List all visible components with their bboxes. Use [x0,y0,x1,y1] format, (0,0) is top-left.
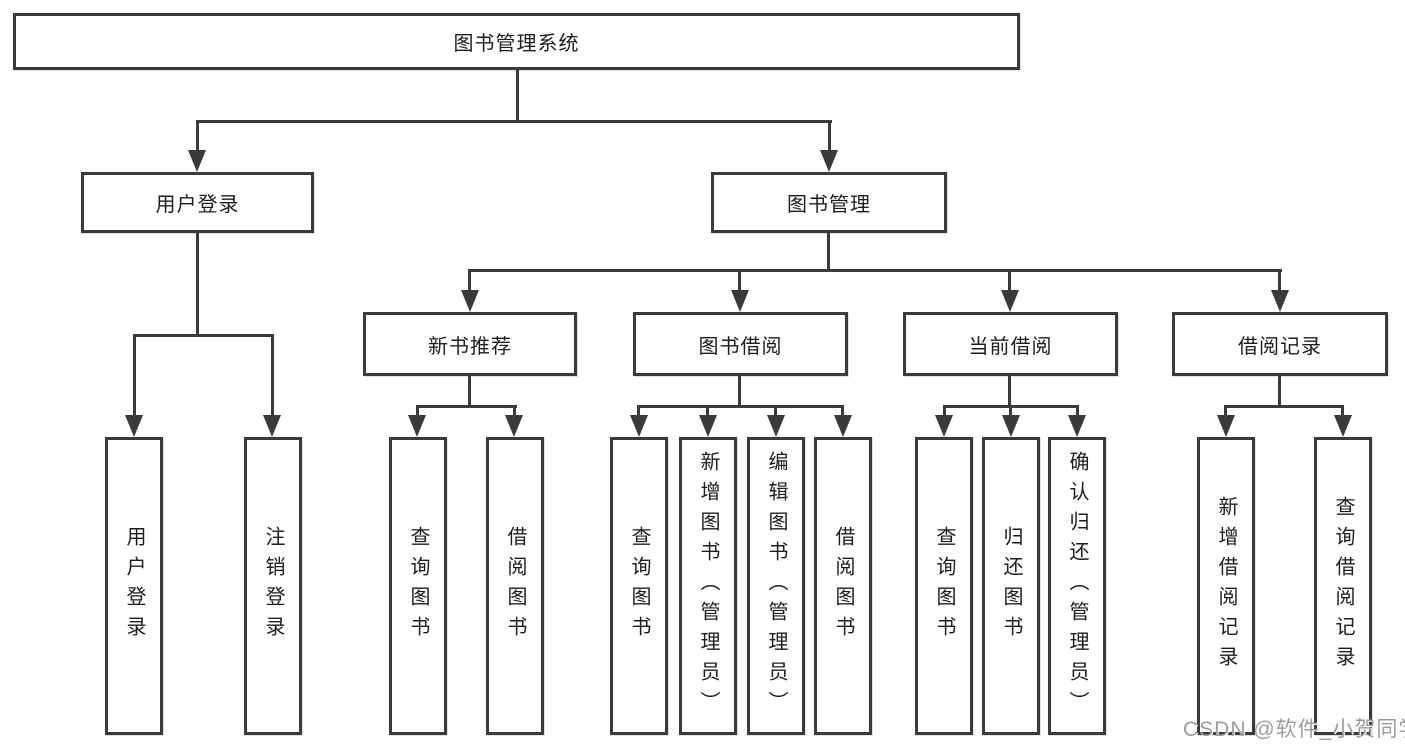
connector-root-stem [516,68,519,122]
connector-drop-addrecord [1224,405,1227,421]
leaf-borrow-books-2: 借阅图书 [814,437,872,735]
connector-drop-queryrecord [1341,405,1344,421]
leaf-edit-books-admin: 编辑图书（管理员） [747,437,805,735]
csdn-watermark: CSDN @软件_小贺同学 [1183,718,1405,741]
connector-drop-newbook [468,269,471,297]
connector-drop-bookborrow [738,269,741,297]
arrowhead-return [1002,415,1020,437]
arrowhead-leaf-userlogin [125,415,143,437]
node-new-book-recommendation: 新书推荐 [363,312,577,376]
arrowhead-query2 [630,415,648,437]
arrowhead-query1 [408,415,426,437]
connector-newbook-stem [468,376,471,408]
node-book-borrowing: 图书借阅 [633,312,848,376]
leaf-add-borrow-record: 新增借阅记录 [1197,437,1255,735]
connector-drop-borrow1 [513,405,516,421]
connector-drop-return [1009,405,1012,421]
node-root-library-system: 图书管理系统 [13,13,1020,70]
arrowhead-queryrecord [1334,415,1352,437]
arrowhead-records [1271,290,1289,312]
connector-newbook-branch [416,405,517,408]
connector-drop-query3 [943,405,946,421]
connector-records-stem [1278,376,1281,408]
leaf-query-borrow-record: 查询借阅记录 [1314,437,1372,735]
arrowhead-user-login [188,150,206,172]
connector-bookmgmt-branch [468,269,1282,272]
connector-userlogin-stem [196,233,199,337]
connector-drop-addbooks [706,405,709,421]
arrowhead-addrecord [1217,415,1235,437]
connector-drop-leaf-userlogin [133,334,136,422]
connector-records-branch [1224,405,1344,408]
connector-userlogin-branch [133,334,274,337]
connector-root-branch [196,120,832,123]
connector-drop-user-login [196,120,199,158]
connector-drop-editbooks [774,405,777,421]
leaf-query-books-1: 查询图书 [389,437,447,735]
leaf-borrow-books-1: 借阅图书 [486,437,544,735]
leaf-add-books-admin: 新增图书（管理员） [679,437,737,735]
node-user-login: 用户登录 [81,172,314,233]
arrowhead-query3 [935,415,953,437]
leaf-query-books-2: 查询图书 [610,437,668,735]
node-book-management: 图书管理 [711,172,947,233]
connector-drop-leaf-logout [271,334,274,422]
leaf-confirm-return-admin: 确认归还（管理员） [1048,437,1106,735]
connector-drop-confirmreturn [1076,405,1079,421]
arrowhead-newbook [461,290,479,312]
leaf-query-books-3: 查询图书 [915,437,973,735]
node-current-borrowing: 当前借阅 [903,312,1118,376]
node-borrowing-records: 借阅记录 [1172,312,1388,376]
arrowhead-addbooks [699,415,717,437]
connector-currentborrow-stem [1008,376,1011,408]
arrowhead-borrow1 [505,415,523,437]
arrowhead-bookborrow [731,290,749,312]
connector-drop-records [1278,269,1281,297]
arrowhead-book-mgmt [820,150,838,172]
arrowhead-confirmreturn [1068,415,1086,437]
connector-bookborrow-branch [637,405,844,408]
connector-bookborrow-stem [738,376,741,408]
connector-drop-book-mgmt [828,120,831,158]
connector-drop-query1 [416,405,419,421]
arrowhead-currentborrow [1001,290,1019,312]
connector-drop-query2 [637,405,640,421]
connector-drop-currentborrow [1008,269,1011,297]
arrowhead-editbooks [767,415,785,437]
connector-drop-borrow2 [841,405,844,421]
arrowhead-leaf-logout [263,415,281,437]
leaf-logout: 注销登录 [244,437,302,735]
arrowhead-borrow2 [834,415,852,437]
leaf-return-books: 归还图书 [982,437,1040,735]
connector-bookmgmt-stem [827,233,830,272]
leaf-user-login: 用户登录 [105,437,163,735]
